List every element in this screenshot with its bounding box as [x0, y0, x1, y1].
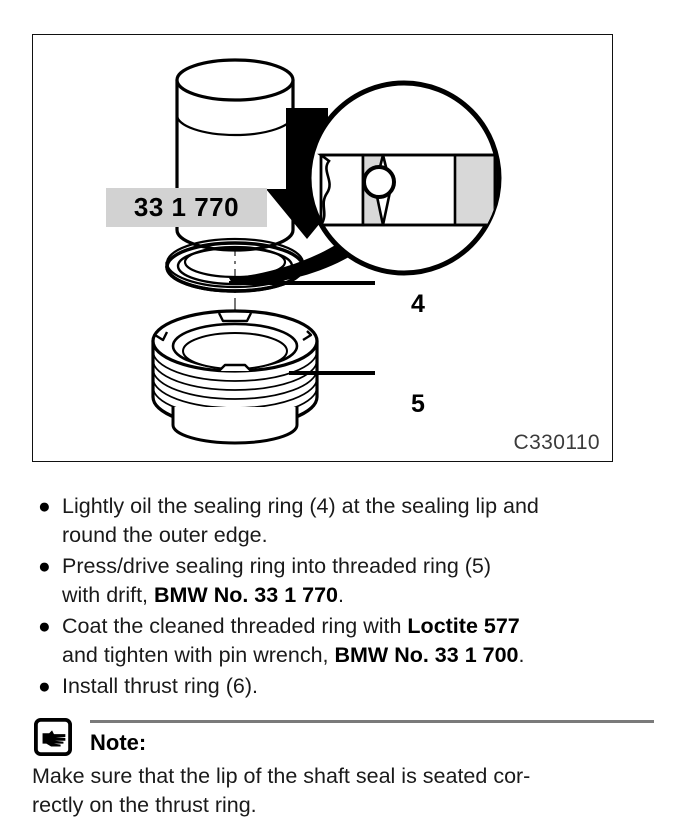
figure-panel: 33 1 770 4 5 C330110	[32, 34, 613, 462]
instruction-text: Press/drive sealing ring into threaded r…	[62, 552, 652, 610]
figure-illustration	[151, 58, 502, 445]
plain-text: .	[518, 643, 525, 667]
instruction-line: Coat the cleaned threaded ring with Loct…	[62, 612, 652, 641]
instruction-line: Press/drive sealing ring into threaded r…	[62, 552, 652, 581]
instruction-text: Lightly oil the sealing ring (4) at the …	[62, 492, 652, 550]
bullet-icon: ●	[38, 675, 51, 698]
figure-code: C330110	[513, 431, 600, 454]
threaded-ring-part	[151, 309, 319, 445]
note-header: Note:	[32, 712, 656, 760]
plain-text: round the outer edge.	[62, 523, 268, 547]
instruction-text: Coat the cleaned threaded ring with Loct…	[62, 612, 652, 670]
note-line: Make sure that the lip of the shaft seal…	[32, 764, 531, 788]
note-block: Note: Make sure that the lip of the shaf…	[32, 712, 656, 820]
plain-text: Press/drive sealing ring into threaded r…	[62, 554, 492, 578]
plain-text: Lightly oil the sealing ring (4) at the …	[62, 494, 539, 518]
pointing-hand-icon	[34, 718, 72, 756]
instruction-line: and tighten with pin wrench, BMW No. 33 …	[62, 641, 652, 670]
instruction-line: Install thrust ring (6).	[62, 672, 652, 701]
part-number-badge: 33 1 770	[106, 188, 267, 227]
instruction-item: ● Install thrust ring (6).	[32, 672, 652, 701]
emphasis-text: Loctite 577	[407, 614, 520, 638]
plain-text: and tighten with pin wrench,	[62, 643, 335, 667]
note-line: rectly on the thrust ring.	[32, 793, 257, 817]
instruction-line: round the outer edge.	[62, 521, 652, 550]
note-label: Note:	[90, 730, 147, 755]
instruction-item: ● Coat the cleaned threaded ring with Loc…	[32, 612, 652, 670]
emphasis-text: BMW No. 33 1 700	[334, 643, 519, 667]
sealing-ring-part	[165, 237, 305, 293]
magnifier-detail-icon	[306, 80, 502, 276]
instruction-item: ● Press/drive sealing ring into threaded …	[32, 552, 652, 610]
plain-text: Coat the cleaned threaded ring with	[62, 614, 408, 638]
plain-text: Install thrust ring (6).	[62, 674, 258, 698]
bullet-icon: ●	[38, 555, 51, 578]
callout-label-sealing-ring: 4	[411, 290, 425, 318]
instruction-item: ● Lightly oil the sealing ring (4) at the…	[32, 492, 652, 550]
callout-label-threaded-ring: 5	[411, 390, 425, 418]
plain-text: with drift,	[62, 583, 154, 607]
instruction-list: ● Lightly oil the sealing ring (4) at the…	[32, 492, 652, 703]
note-body: Make sure that the lip of the shaft seal…	[32, 762, 656, 820]
instruction-text: Install thrust ring (6).	[62, 672, 652, 701]
instruction-line: Lightly oil the sealing ring (4) at the …	[62, 492, 652, 521]
emphasis-text: BMW No. 33 1 770	[154, 583, 338, 607]
bullet-icon: ●	[38, 495, 51, 518]
instruction-line: with drift, BMW No. 33 1 770.	[62, 581, 652, 610]
note-divider	[90, 720, 654, 723]
bullet-icon: ●	[38, 615, 51, 638]
plain-text: .	[338, 583, 344, 607]
callout-leader-lines	[229, 281, 375, 375]
